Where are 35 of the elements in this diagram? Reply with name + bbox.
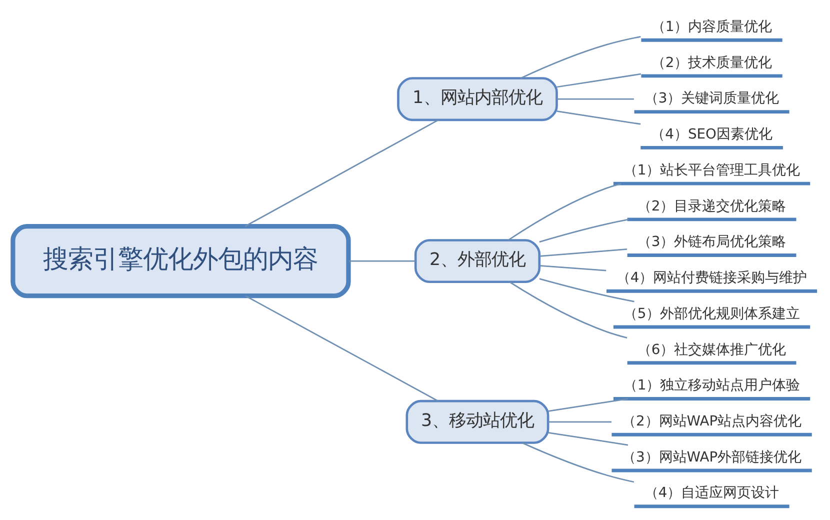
connector (520, 35, 641, 78)
connector (548, 431, 628, 446)
connector (540, 248, 628, 256)
node-text: （1）独立移动站点用户体验 (623, 377, 800, 394)
node-box: 1、网站内部优化 (397, 76, 558, 121)
node-text: （1）内容质量优化 (651, 18, 772, 34)
node-text: （3）外链布局优化策略 (637, 234, 786, 250)
connector (556, 98, 634, 100)
connector (548, 420, 612, 422)
node-text: （5）外部优化规则体系建立 (623, 305, 800, 322)
connector (508, 182, 622, 240)
connector (556, 110, 641, 124)
node-text: （2）技术质量优化 (651, 54, 772, 70)
node-text: （6）社交媒体推广优化 (637, 341, 786, 358)
node-text: （2）网站WAP站点内容优化 (622, 412, 802, 429)
node-text: （4）SEO因素优化 (651, 126, 772, 142)
connector (556, 72, 642, 88)
connector (540, 264, 606, 271)
node-text: （3）网站WAP外部链接优化 (622, 448, 802, 465)
connector (348, 260, 416, 262)
connector (548, 398, 628, 412)
node-box: 3、移动站优化 (406, 399, 550, 444)
connector (245, 294, 438, 401)
node-text: （4）自适应网页设计 (644, 484, 780, 501)
connector (244, 118, 439, 226)
connector (539, 218, 629, 242)
node-box: 2、外部优化 (414, 238, 541, 283)
node-text: （3）关键词质量优化 (644, 90, 780, 106)
node-text: （2）目录递交优化策略 (637, 198, 786, 214)
connector (539, 278, 634, 302)
node-box: 搜索引擎优化外包的内容 (10, 224, 351, 298)
connector (509, 281, 628, 338)
node-text: （1）站长平台管理工具优化 (623, 162, 800, 178)
connector (522, 442, 634, 482)
node-text: （4）网站付费链接采购与维护 (616, 270, 808, 286)
